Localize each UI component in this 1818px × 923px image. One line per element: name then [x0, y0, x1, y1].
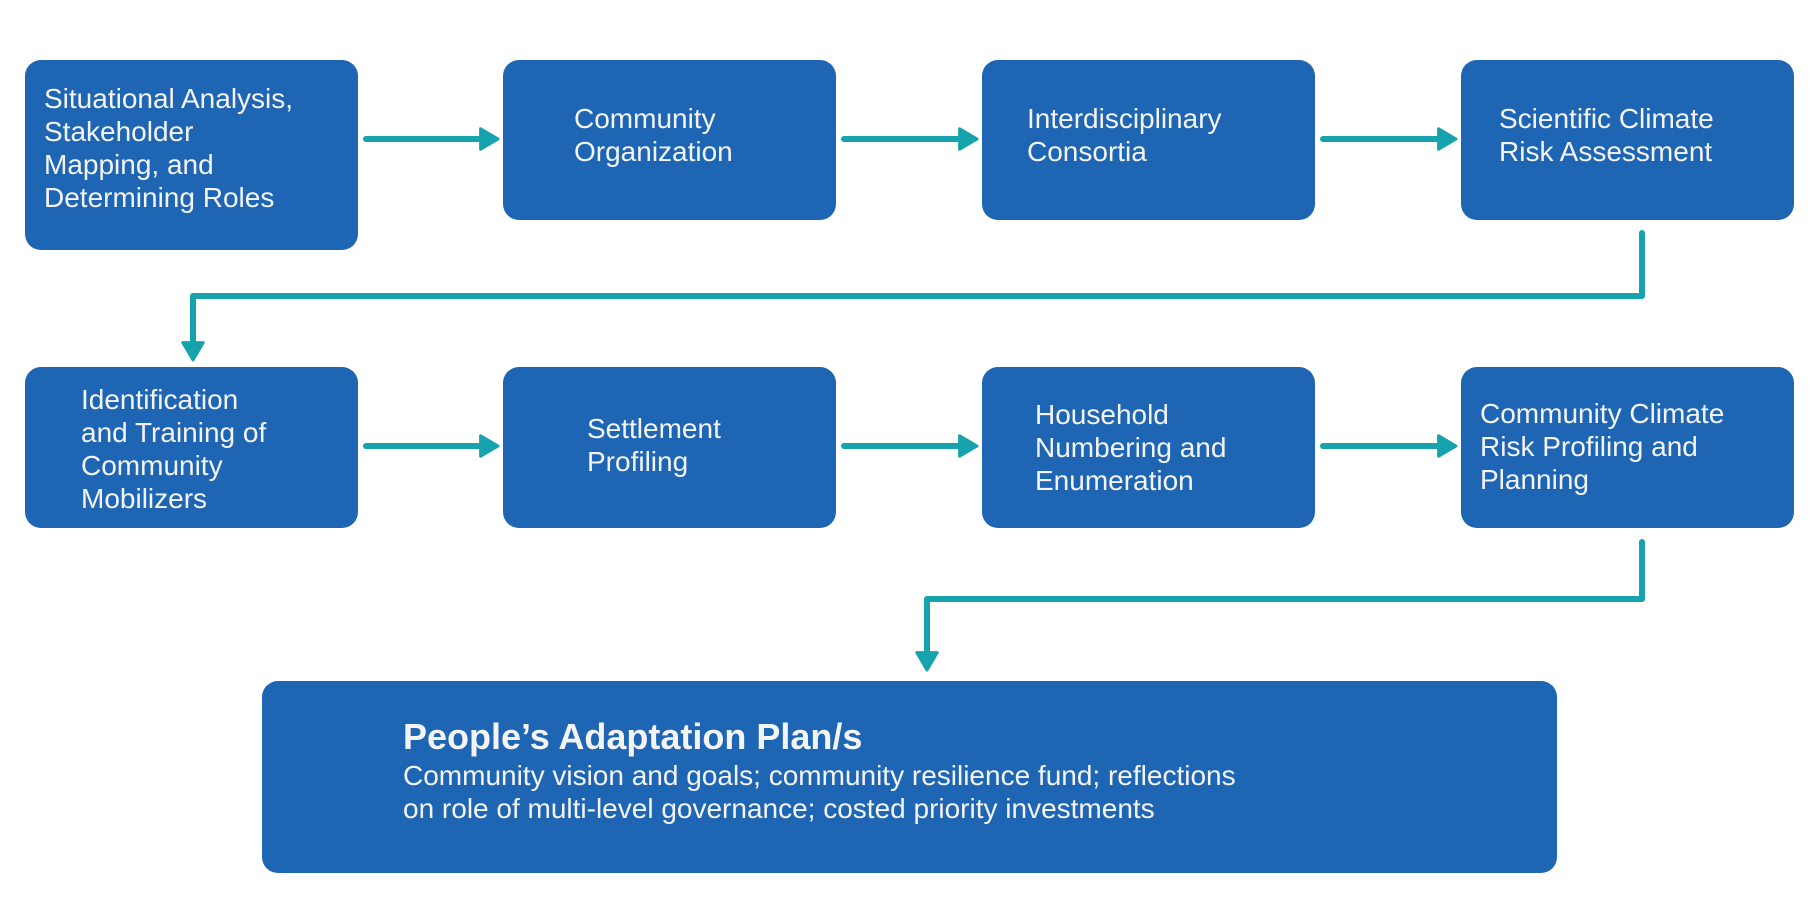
step-label-line: Community Climate [1480, 398, 1725, 429]
step-label: Situational Analysis, Stakeholder Mappin… [44, 82, 293, 214]
final-description: Community vision and goals; community re… [403, 759, 1236, 825]
step-label-line: Mapping, and [44, 149, 214, 180]
step-label-line: Organization [574, 136, 733, 167]
step-settlement-profiling: Settlement Profiling [503, 367, 836, 528]
final-peoples-adaptation-plan: People’s Adaptation Plan/s Community vis… [262, 681, 1557, 873]
step-label: Community Organization [574, 102, 733, 168]
step-label-line: Mobilizers [81, 483, 208, 514]
final-description-line: on role of multi-level governance; coste… [403, 793, 1155, 824]
step-community-organization: Community Organization [503, 60, 836, 220]
step-label-line: Scientific Climate [1499, 103, 1714, 134]
step-label: Household Numbering and Enumeration [1035, 398, 1226, 497]
step-community-climate-risk-profiling: Community Climate Risk Profiling and Pla… [1461, 367, 1794, 528]
step-scientific-climate-risk-assessment: Scientific Climate Risk Assessment [1461, 60, 1794, 220]
step-label-line: Community [574, 103, 716, 134]
step-label: Community Climate Risk Profiling and Pla… [1480, 397, 1724, 496]
step-label: Scientific Climate Risk Assessment [1499, 102, 1714, 168]
step-label-line: Risk Profiling and [1480, 431, 1698, 462]
step-label-line: Planning [1480, 464, 1589, 495]
step-label-line: Numbering and [1035, 432, 1227, 463]
arrow-step4-to-step5 [181, 230, 1645, 362]
step-label-line: Settlement [587, 413, 721, 444]
final-description-line: Community vision and goals; community re… [403, 760, 1236, 791]
step-label-line: Situational Analysis, [44, 83, 294, 114]
final-title: People’s Adaptation Plan/s [403, 716, 863, 757]
step-label: Interdisciplinary Consortia [1027, 102, 1222, 168]
step-household-numbering: Household Numbering and Enumeration [982, 367, 1315, 528]
step-label-line: Community [81, 450, 223, 481]
step-label-line: Identification [81, 384, 239, 415]
step-label-line: Consortia [1027, 136, 1147, 167]
step-interdisciplinary-consortia: Interdisciplinary Consortia [982, 60, 1315, 220]
step-label-line: Stakeholder [44, 116, 194, 147]
step-label-line: and Training of [81, 417, 267, 448]
step-label-line: Enumeration [1035, 465, 1194, 496]
step-label-line: Risk Assessment [1499, 136, 1713, 167]
step-label-line: Determining Roles [44, 182, 275, 213]
step-label-line: Interdisciplinary [1027, 103, 1222, 134]
step-label: Identification and Training of Community… [81, 383, 266, 515]
step-community-mobilizers: Identification and Training of Community… [25, 367, 358, 528]
step-label-line: Profiling [587, 446, 689, 477]
arrow-step8-to-final [915, 539, 1645, 672]
step-label-line: Household [1035, 399, 1169, 430]
step-situational-analysis: Situational Analysis, Stakeholder Mappin… [25, 60, 358, 250]
step-label: Settlement Profiling [587, 412, 721, 478]
